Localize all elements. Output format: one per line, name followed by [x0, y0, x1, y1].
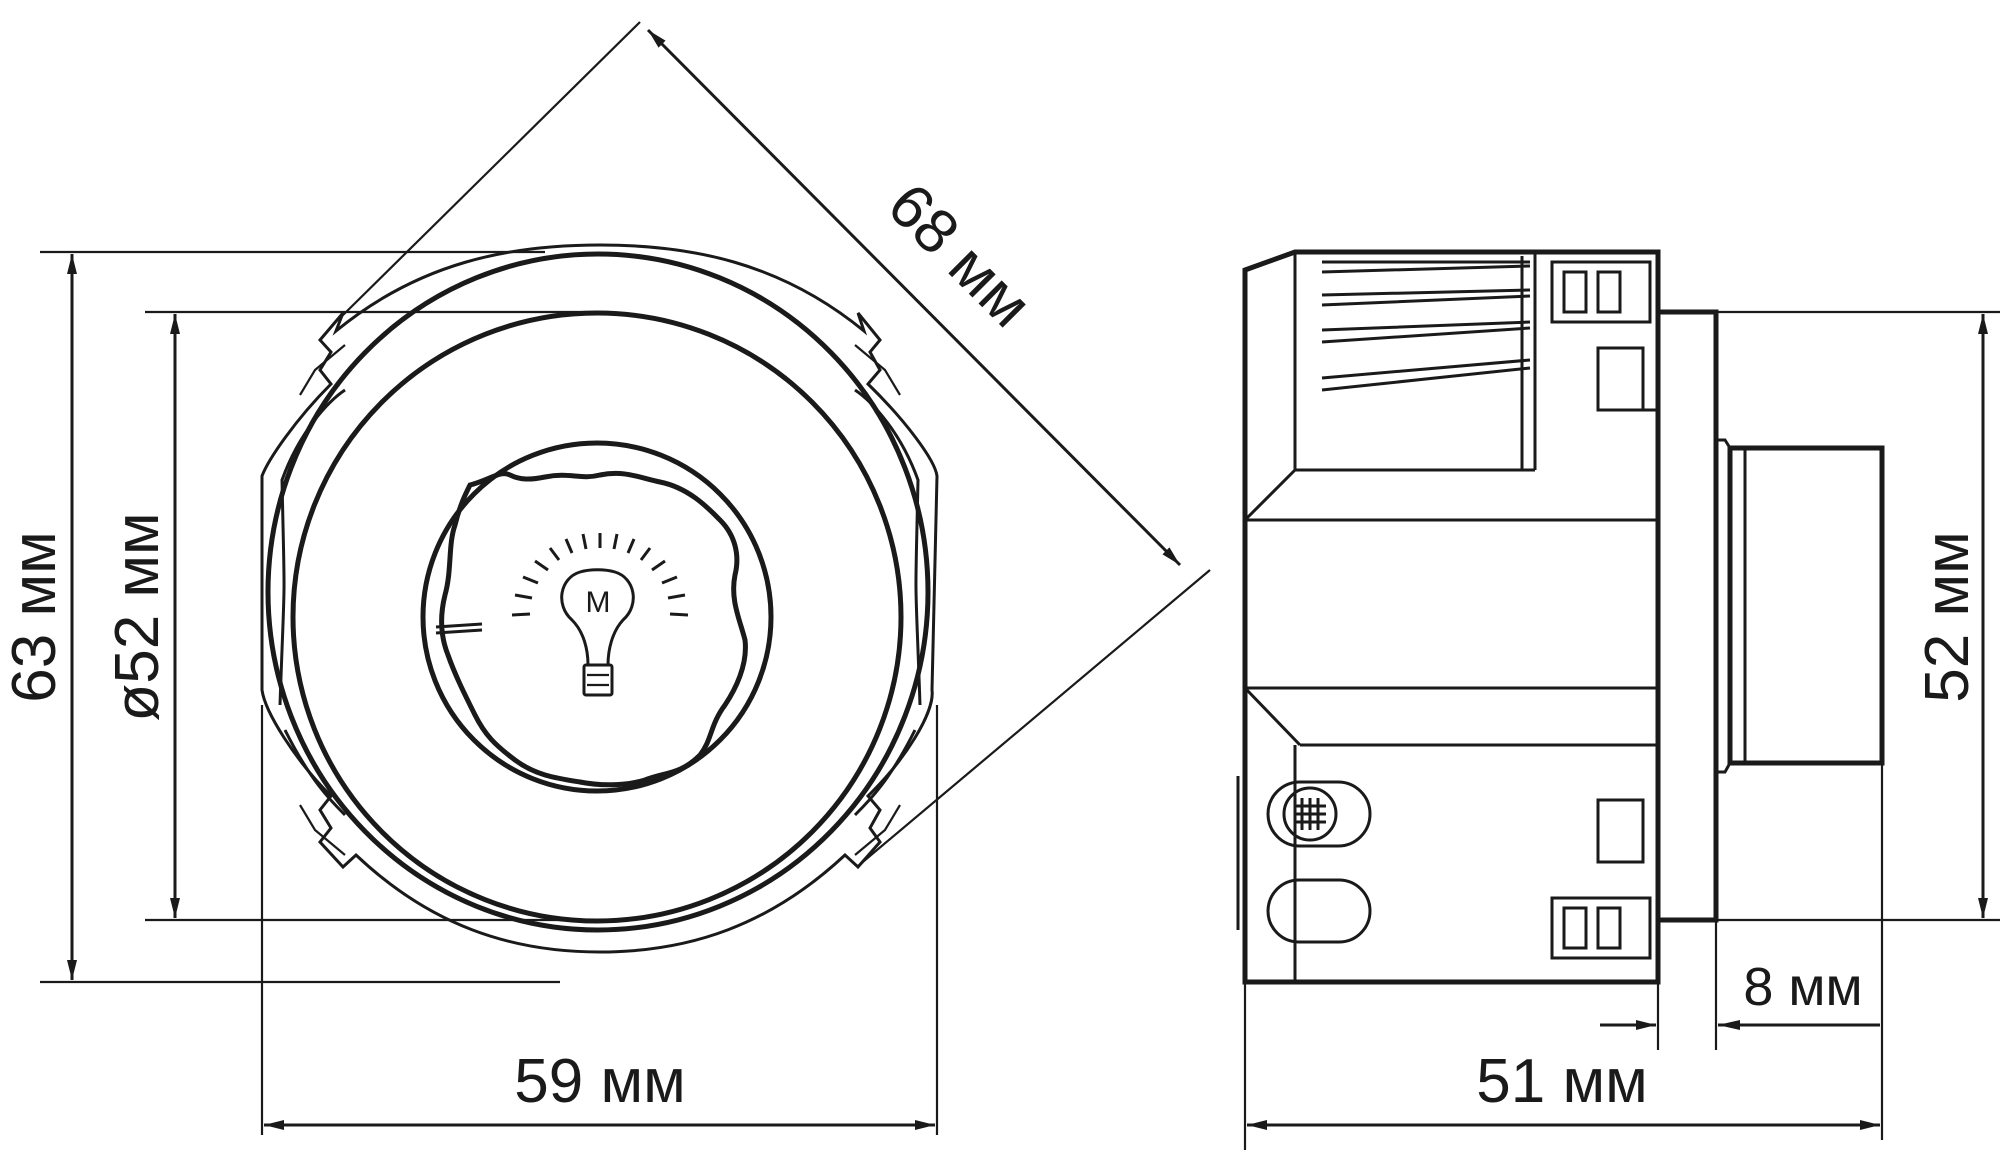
label-59: 59 мм	[514, 1047, 685, 1116]
outer-ring	[265, 251, 931, 933]
rotary-knob[interactable]	[439, 470, 748, 788]
label-52-side: 52 мм	[1913, 531, 1982, 702]
label-8: 8 мм	[1743, 957, 1862, 1017]
side-housing	[1242, 249, 1661, 985]
knob-side[interactable]	[1727, 445, 1885, 766]
side-view: 52 мм 8 мм 51 мм	[1236, 249, 2000, 1150]
side-ribs	[1321, 256, 1531, 470]
label-diameter-52: ø52 мм	[103, 512, 172, 721]
terminal-clips	[1550, 260, 1658, 960]
front-plate-side	[1655, 309, 1719, 923]
mounting-slot	[1266, 878, 1372, 944]
dim-line-68	[646, 28, 1182, 567]
label-68: 68 мм	[874, 170, 1044, 340]
front-view: M	[0, 21, 1211, 1135]
label-63: 63 мм	[0, 531, 69, 702]
light-bulb-icon: M	[511, 533, 689, 697]
knob-bezel	[420, 440, 774, 794]
lamp-letter: M	[586, 586, 611, 619]
screw-icon	[1266, 780, 1372, 848]
label-51: 51 мм	[1476, 1047, 1647, 1116]
